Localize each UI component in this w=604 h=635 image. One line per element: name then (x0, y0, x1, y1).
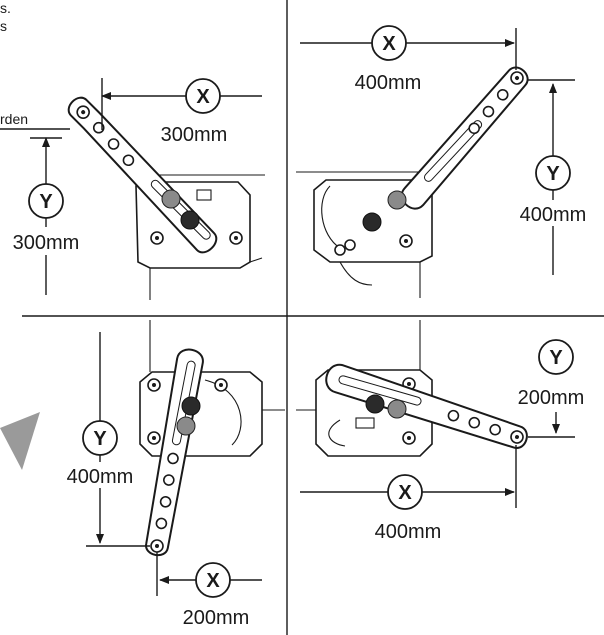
knob-dark (180, 210, 200, 230)
x-badge-label: X (206, 570, 220, 592)
y-value: 400mm (67, 466, 134, 488)
header-fragment-1: s. (0, 0, 11, 16)
y-badge-label: Y (546, 163, 560, 185)
knob-dark (365, 394, 385, 414)
x-badge (371, 25, 407, 61)
header-fragment-2: s (0, 18, 7, 34)
y-value: 400mm (520, 204, 587, 226)
knob-grey (161, 189, 181, 209)
y-badge (82, 420, 118, 456)
x-badge-label: X (382, 33, 396, 55)
y-badge (535, 155, 571, 191)
x-value: 200mm (183, 607, 250, 629)
x-badge-label: X (196, 86, 210, 108)
y-value: 300mm (13, 232, 80, 254)
x-value: 400mm (375, 521, 442, 543)
panel-bottom-right: Y 200mm X 400mm (296, 320, 584, 543)
x-badge-label: X (398, 482, 412, 504)
knob-grey (387, 190, 407, 210)
knob-dark (362, 212, 382, 232)
frame-outline (139, 320, 285, 457)
x-badge (387, 474, 423, 510)
x-badge (185, 78, 221, 114)
knob-grey (387, 399, 407, 419)
panel-bottom-left: Y 400mm X 200mm (60, 320, 285, 629)
arm-bottom-right (325, 363, 528, 449)
y-value: 200mm (518, 387, 585, 409)
side-fragment: rden (0, 111, 28, 127)
grey-arrow-shape (0, 412, 40, 470)
y-badge-label: Y (39, 191, 53, 213)
y-badge-label: Y (93, 428, 107, 450)
x-value: 400mm (355, 72, 422, 94)
panel-top-left: X 300mm rden Y 300mm (0, 78, 265, 300)
y-badge-label: Y (549, 347, 563, 369)
x-badge (195, 562, 231, 598)
panel-top-right: X 400mm Y 400mm (296, 25, 594, 298)
x-value: 300mm (161, 124, 228, 146)
knob-grey (176, 416, 196, 436)
y-badge (538, 339, 574, 375)
arm-top-left (67, 96, 218, 254)
knob-dark (181, 396, 201, 416)
y-badge (28, 183, 64, 219)
